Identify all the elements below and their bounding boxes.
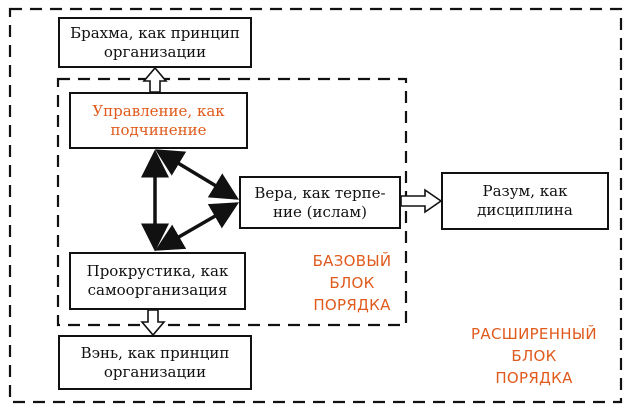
box-upravlenie: Управление, как подчинение xyxy=(69,92,248,149)
box-vera-label: Вера, как терпе- ние (ислам) xyxy=(254,183,386,221)
base-block-label-line1: БАЗОВЫЙ xyxy=(312,252,392,270)
extended-block-label: РАСШИРЕННЫЙ БЛОК ПОРЯДКА xyxy=(452,323,616,389)
arrow-prokrustika-vera xyxy=(154,202,240,251)
arrow-up-to-brahma xyxy=(142,66,168,93)
box-vera: Вера, как терпе- ние (ислам) xyxy=(239,176,401,229)
arrow-right-to-razum xyxy=(400,188,443,214)
extended-block-label-line1: РАСШИРЕННЫЙ xyxy=(471,325,597,343)
box-ven-label: Вэнь, как принцип организации xyxy=(80,343,230,381)
extended-block-label-line3: ПОРЯДКА xyxy=(495,369,573,387)
box-prokrustika: Прокрустика, как самоорганизация xyxy=(69,252,246,310)
box-brahma: Брахма, как принцип организации xyxy=(58,17,252,68)
box-razum-label: Разум, как дисциплина xyxy=(477,182,573,219)
arrow-down-to-ven xyxy=(140,309,166,337)
box-prokrustika-label: Прокрустика, как самоорганизация xyxy=(86,262,229,299)
base-block-label-line2: БЛОК xyxy=(329,274,375,292)
box-ven: Вэнь, как принцип организации xyxy=(58,335,252,390)
extended-block-label-line2: БЛОК xyxy=(511,347,557,365)
box-upravlenie-label: Управление, как подчинение xyxy=(92,101,225,139)
box-brahma-label: Брахма, как принцип организации xyxy=(70,23,240,61)
extended-block-frame xyxy=(8,7,623,404)
base-block-label: БАЗОВЫЙ БЛОК ПОРЯДКА xyxy=(296,250,408,316)
base-block-label-line3: ПОРЯДКА xyxy=(313,296,391,314)
arrow-upravlenie-vera xyxy=(155,149,239,200)
box-razum: Разум, как дисциплина xyxy=(441,172,609,230)
